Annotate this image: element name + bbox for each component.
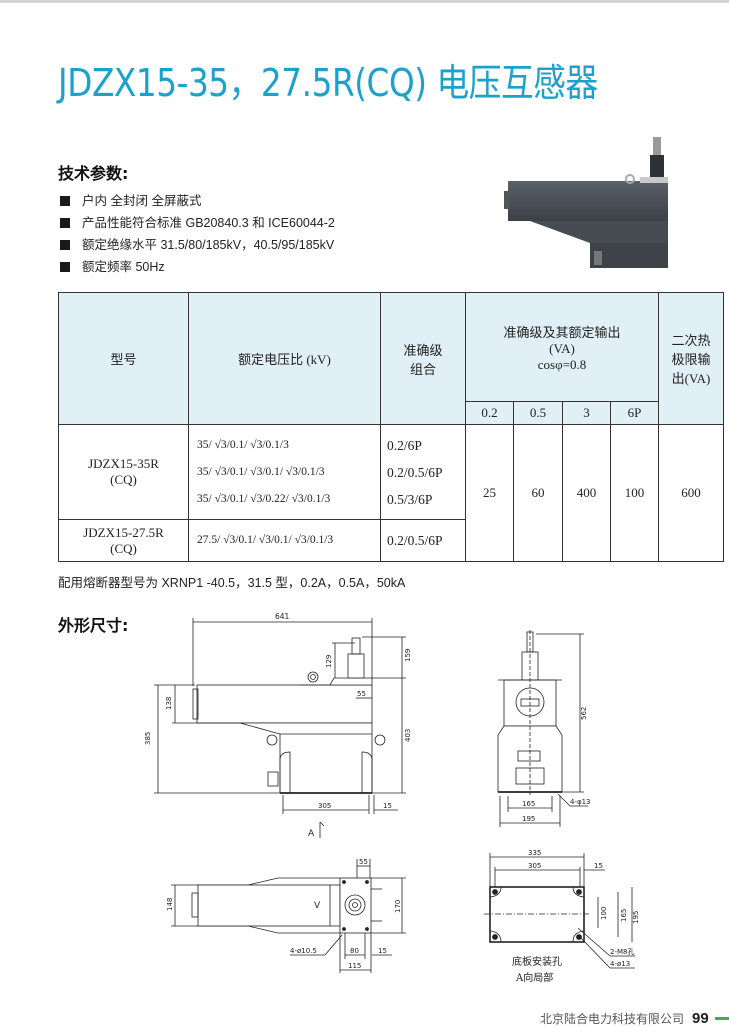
header-model: 型号 bbox=[58, 292, 189, 425]
tech-params-heading: 技术参数: bbox=[58, 164, 129, 183]
bullet-square-icon bbox=[60, 196, 70, 206]
svg-text:165: 165 bbox=[620, 909, 628, 922]
header-thermal-output: 二次热 极限输 出(VA) bbox=[658, 292, 724, 425]
accuracy-cell: 0.2/0.5/6P bbox=[380, 519, 466, 562]
svg-text:2-M8孔: 2-M8孔 bbox=[610, 948, 634, 956]
tech-param-item: 户内 全封闭 全屏蔽式 bbox=[60, 190, 335, 212]
product-photo bbox=[504, 137, 668, 268]
company-name: 北京陆合电力科技有限公司 bbox=[540, 1012, 685, 1026]
bullet-square-icon bbox=[60, 262, 70, 272]
base-view-drawing: 335 305 15 100 165 195 2-M8孔 4-ø13 底板安装孔… bbox=[484, 849, 640, 984]
top-rule bbox=[0, 0, 729, 3]
output-thermal: 600 bbox=[658, 424, 724, 562]
footer-accent-bar bbox=[714, 1017, 729, 1020]
svg-text:A向局部: A向局部 bbox=[515, 971, 553, 984]
svg-text:80: 80 bbox=[350, 947, 359, 955]
svg-text:562: 562 bbox=[580, 707, 588, 720]
table-row: JDZX15-35R (CQ) 35/ √3/0.1/ √3/0.1/3 35/… bbox=[58, 424, 724, 562]
top-view-drawing: V 148 170 55 4-ø10.5 80 15 115 bbox=[166, 858, 406, 973]
output-0.5: 60 bbox=[513, 424, 563, 562]
svg-text:641: 641 bbox=[275, 612, 290, 621]
front-view-drawing: 562 165 195 4-φ13 bbox=[497, 630, 591, 827]
svg-text:115: 115 bbox=[348, 962, 361, 970]
fuse-note: 配用熔断器型号为 XRNP1 -40.5，31.5 型，0.2A，0.5A，50… bbox=[58, 576, 406, 590]
dimensions-heading: 外形尺寸: bbox=[58, 616, 129, 635]
page-footer: 北京陆合电力科技有限公司 99 bbox=[540, 1010, 729, 1027]
svg-text:165: 165 bbox=[522, 800, 535, 808]
svg-text:55: 55 bbox=[359, 858, 368, 866]
svg-text:129: 129 bbox=[325, 655, 333, 668]
svg-text:A: A bbox=[308, 829, 315, 839]
output-0.2: 25 bbox=[465, 424, 514, 562]
header-rated-output: 准确级及其额定输出 (VA) cosφ=0.8 bbox=[465, 292, 659, 402]
bullet-square-icon bbox=[60, 218, 70, 228]
svg-text:4-ø10.5: 4-ø10.5 bbox=[290, 947, 317, 955]
svg-text:195: 195 bbox=[632, 911, 640, 924]
svg-text:159: 159 bbox=[404, 649, 412, 662]
bullet-square-icon bbox=[60, 240, 70, 250]
output-3: 400 bbox=[562, 424, 611, 562]
header-ratio: 额定电压比 (kV) bbox=[188, 292, 381, 425]
header-class-3: 3 bbox=[562, 401, 611, 425]
svg-text:148: 148 bbox=[166, 898, 174, 911]
tech-params-list: 户内 全封闭 全屏蔽式 产品性能符合标准 GB20840.3 和 ICE6004… bbox=[60, 190, 335, 278]
header-class-0.5: 0.5 bbox=[513, 401, 563, 425]
page-title: JDZX15-35，27.5R(CQ) 电压互感器 bbox=[58, 61, 598, 105]
svg-text:305: 305 bbox=[318, 802, 331, 810]
table-row: JDZX15-27.5R (CQ) 27.5/ √3/0.1/ √3/0.1/ … bbox=[58, 519, 724, 562]
tech-param-item: 额定绝缘水平 31.5/80/185kV，40.5/95/185kV bbox=[60, 234, 335, 256]
svg-text:403: 403 bbox=[404, 729, 412, 742]
svg-text:4-ø13: 4-ø13 bbox=[610, 960, 630, 968]
svg-text:305: 305 bbox=[528, 862, 541, 870]
output-6p: 100 bbox=[610, 424, 659, 562]
svg-text:335: 335 bbox=[528, 849, 541, 857]
svg-text:55: 55 bbox=[357, 690, 366, 698]
svg-text:100: 100 bbox=[600, 907, 608, 920]
side-view-drawing: 641 385 138 129 159 403 55 305 15 A bbox=[144, 612, 412, 839]
svg-text:138: 138 bbox=[165, 697, 173, 710]
accuracy-cell: 0.2/6P 0.2/0.5/6P 0.5/3/6P bbox=[380, 424, 466, 520]
ratio-cell: 35/ √3/0.1/ √3/0.1/3 35/ √3/0.1/ √3/0.1/… bbox=[188, 424, 381, 520]
svg-text:15: 15 bbox=[378, 947, 387, 955]
svg-text:385: 385 bbox=[144, 732, 152, 745]
header-class-6p: 6P bbox=[610, 401, 659, 425]
svg-text:15: 15 bbox=[383, 802, 392, 810]
svg-text:15: 15 bbox=[594, 862, 603, 870]
model-cell: JDZX15-27.5R (CQ) bbox=[58, 519, 189, 562]
svg-text:195: 195 bbox=[522, 815, 535, 823]
ratio-cell: 27.5/ √3/0.1/ √3/0.1/ √3/0.1/3 bbox=[188, 519, 381, 562]
header-accuracy-combo: 准确级 组合 bbox=[380, 292, 466, 425]
svg-text:4-φ13: 4-φ13 bbox=[570, 798, 591, 806]
header-class-0.2: 0.2 bbox=[465, 401, 514, 425]
model-cell: JDZX15-35R (CQ) bbox=[58, 424, 189, 520]
tech-param-item: 额定频率 50Hz bbox=[60, 256, 335, 278]
svg-text:底板安装孔: 底板安装孔 bbox=[512, 955, 562, 968]
tech-param-item: 产品性能符合标准 GB20840.3 和 ICE60044-2 bbox=[60, 212, 335, 234]
page-number: 99 bbox=[692, 1010, 709, 1027]
svg-text:170: 170 bbox=[394, 900, 402, 913]
spec-table: 型号 额定电压比 (kV) 准确级 组合 准确级及其额定输出 (VA) cosφ… bbox=[58, 292, 724, 562]
svg-text:V: V bbox=[314, 901, 321, 911]
